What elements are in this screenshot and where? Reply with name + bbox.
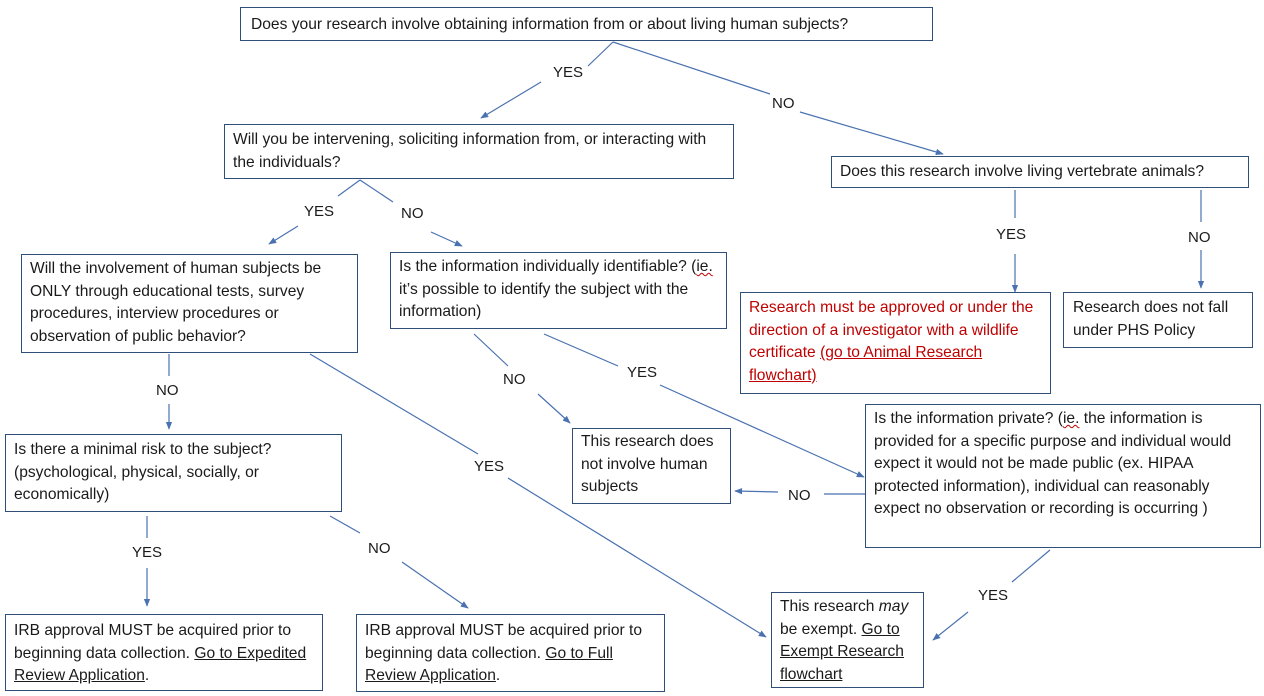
node-not-human-text: This research does not involve human sub…	[581, 433, 714, 495]
edge-label-educational-yes: YES	[474, 458, 505, 475]
edge-label-private-yes: YES	[978, 587, 1009, 604]
node-not-human-subjects: This research does not involve human sub…	[572, 428, 731, 504]
edge-label-interact-no: NO	[401, 205, 424, 222]
connector-humans-yes-a	[587, 41, 614, 67]
node-private-ie: ie.	[1062, 410, 1080, 427]
node-living-human-subjects-text: Does your research involve obtaining inf…	[251, 16, 849, 33]
node-exempt-text-a: This research	[780, 598, 879, 615]
node-private-text-a: Is the information private? (	[874, 410, 1063, 427]
node-vertebrate-text: Does this research involve living verteb…	[840, 163, 1205, 180]
node-may-be-exempt: This research may be exempt. Go to Exemp…	[771, 592, 924, 688]
edge-label-animals-no: NO	[1188, 229, 1211, 246]
node-not-phs-policy: Research does not fall under PHS Policy	[1063, 292, 1253, 348]
connector-humans-no-a	[612, 41, 771, 95]
edge-label-animals-yes: YES	[996, 226, 1027, 243]
node-minimal-risk-text: Is there a minimal risk to the subject? …	[14, 441, 272, 503]
edge-label-interact-yes: YES	[304, 203, 335, 220]
edge-label-humans-yes: YES	[553, 64, 584, 81]
connector-private-yes-b	[932, 611, 969, 641]
edge-label-risk-no: NO	[368, 540, 391, 557]
node-full-review: IRB approval MUST be acquired prior to b…	[356, 614, 665, 692]
connector-identifiable-no-a	[473, 333, 509, 367]
connector-risk-no-b	[401, 561, 469, 609]
connector-interact-no-a	[359, 179, 394, 203]
connector-identifiable-yes-a	[543, 333, 619, 367]
node-educational-text: Will the involvement of human subjects b…	[30, 260, 322, 345]
link-animal-research-flowchart[interactable]: (go to Animal Research flowchart)	[749, 344, 983, 384]
connector-interact-no-b	[430, 231, 463, 247]
edge-label-risk-yes: YES	[132, 544, 163, 561]
node-expedited-text: IRB approval MUST be acquired prior to b…	[14, 622, 292, 662]
node-information-private: Is the information private? (ie. the inf…	[865, 404, 1261, 548]
node-interacting-with-individuals: Will you be intervening, soliciting info…	[224, 124, 734, 179]
node-living-human-subjects: Does your research involve obtaining inf…	[240, 7, 933, 41]
connector-interact-yes-a	[337, 179, 361, 197]
node-exempt-text-b: be exempt.	[780, 620, 862, 638]
node-wildlife-certificate: Research must be approved or under the d…	[740, 292, 1051, 394]
node-identifiable-text-b: it’s possible to identify the subject wi…	[399, 280, 689, 321]
connector-private-yes-a	[1011, 549, 1051, 583]
connector-risk-no-a	[329, 515, 361, 534]
node-identifiable-ie: ie.	[696, 258, 713, 275]
link-full-review-application[interactable]: Go to Full Review Application	[365, 644, 613, 685]
edge-label-educational-no: NO	[156, 382, 179, 399]
edge-label-private-no: NO	[788, 487, 811, 504]
connector-identifiable-yes-b	[659, 384, 865, 478]
link-exempt-research-flowchart[interactable]: Go to Exempt Research flowchart	[780, 620, 904, 683]
node-exempt-may: may	[878, 598, 909, 615]
edge-label-identifiable-yes: YES	[627, 364, 658, 381]
node-full-end: .	[495, 667, 501, 684]
node-interacting-text: Will you be intervening, soliciting info…	[233, 131, 707, 171]
node-individually-identifiable: Is the information individually identifi…	[390, 252, 727, 329]
connector-humans-no-b	[799, 111, 944, 156]
node-vertebrate-animals: Does this research involve living verteb…	[831, 156, 1249, 188]
node-identifiable-text-a: Is the information individually identifi…	[399, 258, 697, 275]
connector-private-no-b	[734, 487, 779, 495]
connector-humans-yes-b	[480, 81, 542, 119]
connector-educational-yes-b	[507, 477, 767, 638]
node-educational-tests-only: Will the involvement of human subjects b…	[21, 254, 358, 353]
connector-educational-yes-a	[309, 353, 479, 455]
link-expedited-review-application[interactable]: Go to Expedited Review Application	[14, 644, 307, 685]
connector-interact-yes-b	[268, 225, 299, 245]
node-not-phs-text: Research does not fall under PHS Policy	[1073, 299, 1229, 339]
edge-label-identifiable-no: NO	[503, 371, 526, 388]
node-expedited-review: IRB approval MUST be acquired prior to b…	[5, 614, 323, 691]
edge-label-humans-no: NO	[772, 95, 795, 112]
node-private-text-b: the information is provided for a specif…	[874, 410, 1232, 517]
node-expedited-end: .	[144, 667, 150, 684]
connector-identifiable-no-b	[537, 393, 571, 424]
node-minimal-risk: Is there a minimal risk to the subject? …	[5, 434, 342, 512]
node-wildlife-text: Research must be approved or under the d…	[749, 299, 1034, 361]
node-full-text: IRB approval MUST be acquired prior to b…	[365, 622, 643, 662]
